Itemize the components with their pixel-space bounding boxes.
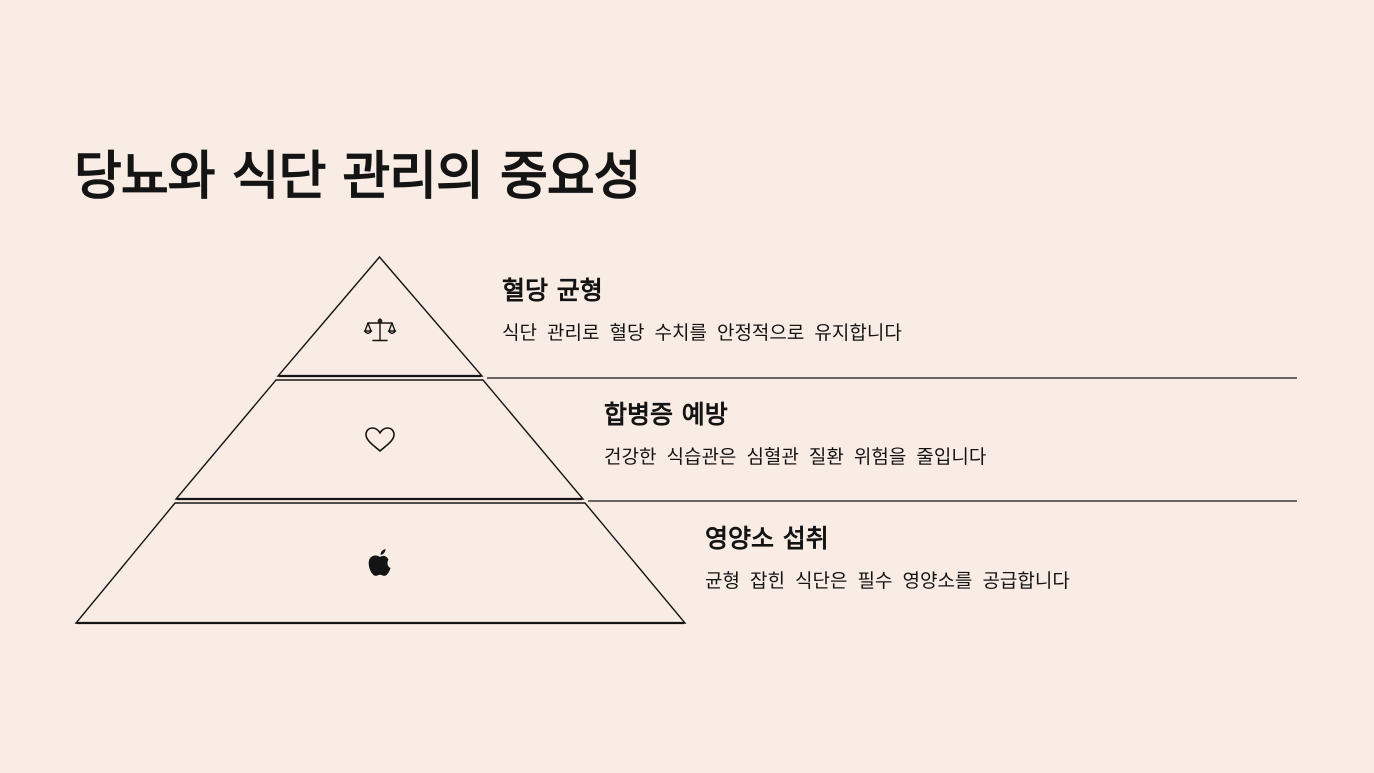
tier-3-text: 영양소 섭취 균형 잡힌 식단은 필수 영양소를 공급합니다 (705, 524, 1070, 593)
balance-scale-icon (363, 318, 397, 342)
heart-icon (365, 427, 395, 452)
tier-heading: 혈당 균형 (502, 276, 603, 305)
tier-1-text: 혈당 균형 식단 관리로 혈당 수치를 안정적으로 유지합니다 (502, 276, 902, 345)
pyramid-tier-bottom (74, 502, 687, 624)
apple-icon (368, 549, 391, 576)
tier-description: 균형 잡힌 식단은 필수 영양소를 공급합니다 (705, 570, 1070, 592)
tier-description: 건강한 식습관은 심혈관 질환 위험을 줄입니다 (604, 446, 987, 468)
tier-heading: 합병증 예방 (604, 400, 728, 429)
tier-description: 식단 관리로 혈당 수치를 안정적으로 유지합니다 (502, 322, 902, 344)
page-title: 당뇨와 식단 관리의 중요성 (74, 147, 642, 207)
pyramid-tier-middle (174, 379, 585, 500)
tier-heading: 영양소 섭취 (705, 524, 829, 553)
tier-2-text: 합병증 예방 건강한 식습관은 심혈관 질환 위험을 줄입니다 (604, 400, 986, 469)
pyramid-tier-top (276, 255, 484, 377)
